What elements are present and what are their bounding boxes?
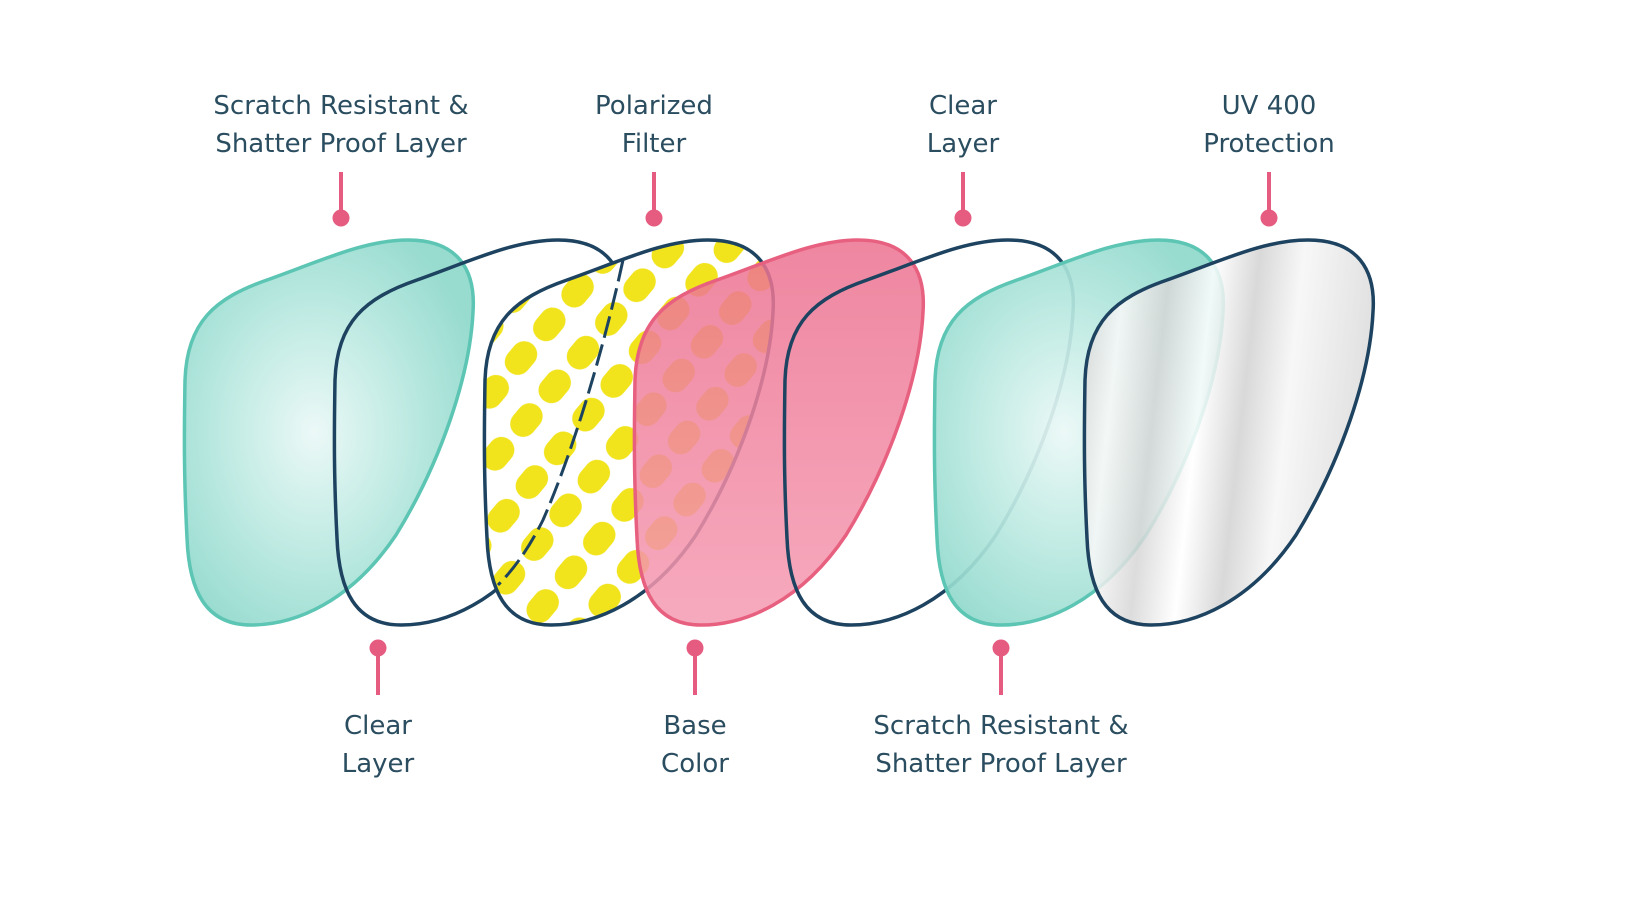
label-line: Clear <box>929 91 997 121</box>
callout-pins <box>332 172 1278 695</box>
top-label: Scratch Resistant & Shatter Proof Layer <box>213 91 468 159</box>
pin-dot <box>369 639 387 657</box>
label-line: Scratch Resistant & <box>873 711 1128 741</box>
base-color-lens <box>632 238 926 627</box>
bottom-label: Scratch Resistant & Shatter Proof Layer <box>873 711 1128 779</box>
label-line: Scratch Resistant & <box>213 91 468 121</box>
callout-labels: Scratch Resistant & Shatter Proof Layer Po… <box>213 91 1334 779</box>
pin-dot <box>954 209 972 227</box>
scratch-resistant-layer-front-lens <box>182 238 476 627</box>
pin-dot <box>992 639 1010 657</box>
label-line: Base <box>663 711 726 741</box>
uv400-protection-lens <box>1082 238 1376 627</box>
label-line: Layer <box>342 749 415 779</box>
label-line: Polarized <box>595 91 713 121</box>
pin-dot <box>686 639 704 657</box>
label-line: UV 400 <box>1222 91 1317 121</box>
pin-dot <box>1260 209 1278 227</box>
label-line: Color <box>661 749 729 779</box>
label-line: Filter <box>622 129 687 159</box>
label-line: Shatter Proof Layer <box>215 129 467 159</box>
label-line: Layer <box>927 129 1000 159</box>
lens-stack <box>182 238 1376 627</box>
pin-dot <box>332 209 350 227</box>
pin-dot <box>645 209 663 227</box>
label-line: Protection <box>1203 129 1335 159</box>
label-line: Clear <box>344 711 412 741</box>
label-line: Shatter Proof Layer <box>875 749 1127 779</box>
